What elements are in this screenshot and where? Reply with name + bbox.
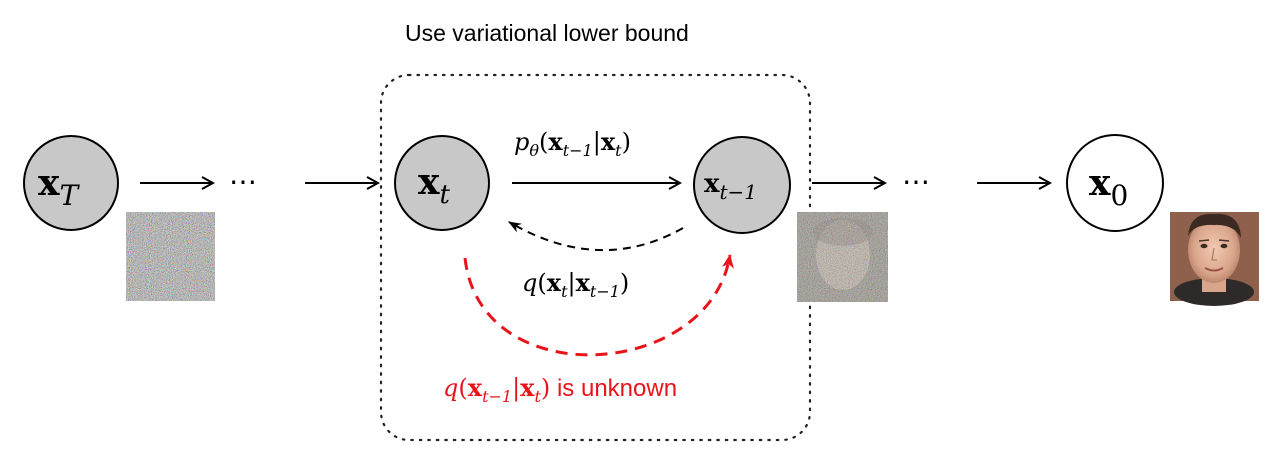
node-var: x: [1089, 162, 1111, 204]
node-var: x: [704, 169, 720, 199]
unknown-label: q(xt−1|xt) is unknown: [443, 373, 677, 406]
ellipsis-left: ⋯: [229, 165, 257, 198]
forward-label: pθ(xt−1|xt): [514, 127, 631, 160]
node-x-0: x0: [1066, 134, 1164, 232]
svg-text:xt: xt: [418, 161, 450, 210]
reverse-label: q(xt|xt−1): [522, 268, 629, 301]
node-x-t-minus-1: xt−1: [693, 136, 791, 234]
ellipsis-right: ⋯: [902, 165, 930, 198]
diagram-title: Use variational lower bound: [405, 20, 689, 46]
red-dashed-arc: [463, 254, 734, 357]
node-sub: T: [59, 179, 80, 212]
dashed-arrow-q: [508, 221, 684, 251]
pure-noise-image: [126, 212, 215, 301]
node-sub: 0: [1110, 179, 1128, 212]
node-var: x: [38, 162, 60, 204]
node-sub: t−1: [720, 180, 758, 204]
node-x-T: xT: [23, 135, 119, 231]
svg-text:xt−1: xt−1: [704, 169, 757, 204]
clean-face-photo: [1170, 212, 1259, 306]
svg-text:xT: xT: [38, 162, 80, 212]
node-sub: t: [439, 180, 450, 210]
node-var: x: [418, 161, 440, 203]
svg-text:x0: x0: [1089, 162, 1128, 212]
node-x-t: xt: [394, 135, 490, 231]
partially-denoised-face-image: [797, 212, 888, 302]
